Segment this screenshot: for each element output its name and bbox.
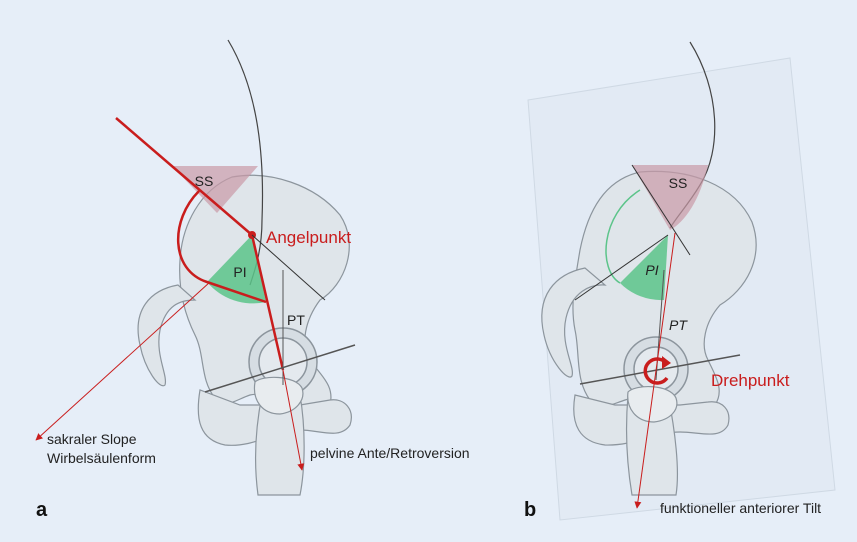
sacral-hook-a [138,285,195,386]
tilt-label: funktioneller anteriorer Tilt [660,500,821,516]
panel-label-a: a [36,499,48,521]
pt-label-a: PT [287,312,305,328]
wirbelsaeulenform-label: Wirbelsäulenform [47,450,156,466]
sacral-slope-label: sakraler Slope [47,431,137,447]
panel-a: SS PI PT Angelpunkt sakraler Slope Wirbe… [36,40,470,521]
panel-label-b: b [524,499,536,521]
pelvine-label: pelvine Ante/Retroversion [310,445,470,461]
pt-label-b: PT [669,317,688,333]
ss-label-b: SS [669,175,688,191]
angelpunkt-label: Angelpunkt [266,228,351,247]
ss-label-a: SS [195,173,214,189]
panel-b: SS PI PT Drehpunkt funktioneller anterio… [524,42,835,521]
pi-label-a: PI [233,264,246,280]
pi-label-b: PI [645,262,658,278]
sacral-arrow-a [36,282,210,440]
drehpunkt-label: Drehpunkt [711,371,790,390]
